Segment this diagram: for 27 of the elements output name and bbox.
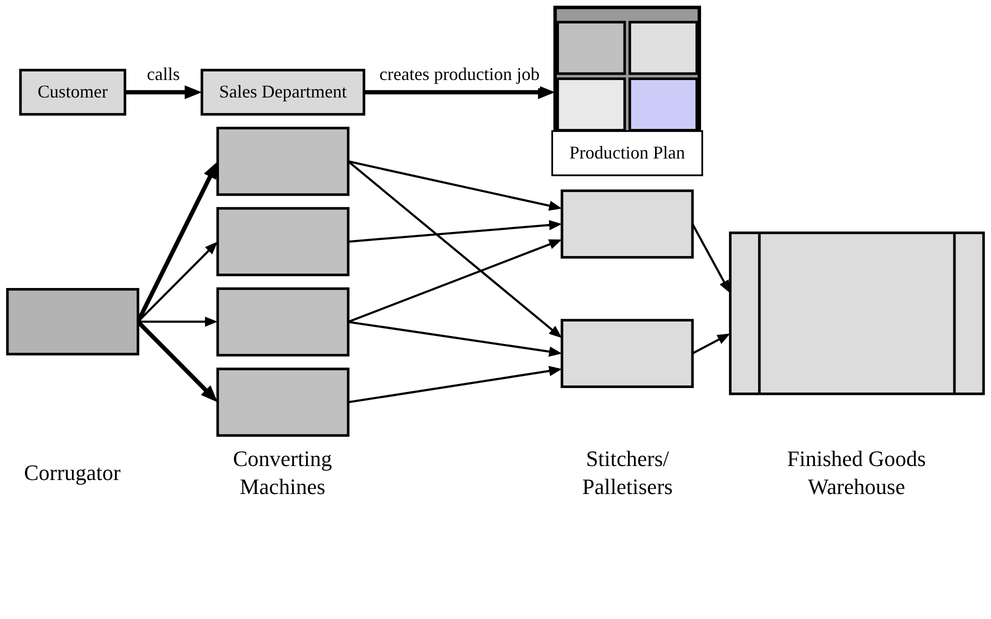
node-box xyxy=(560,189,694,259)
arrow xyxy=(124,85,202,100)
column-label: Stitchers/ Palletisers xyxy=(581,445,674,500)
node-box: Production Plan xyxy=(551,130,704,176)
node-box xyxy=(560,318,694,388)
arrow xyxy=(348,220,562,243)
edge-label: calls xyxy=(146,63,180,84)
edge-label: creates production job xyxy=(379,63,540,84)
arrow xyxy=(138,316,218,327)
node-box: Sales Department xyxy=(200,68,366,116)
node-box xyxy=(216,207,350,276)
arrow xyxy=(692,333,730,354)
node-box: Customer xyxy=(19,68,126,116)
column-label: Converting Machines xyxy=(232,445,333,500)
arrow xyxy=(348,239,562,323)
node-box xyxy=(6,288,140,356)
node-box xyxy=(216,126,350,196)
arrow xyxy=(348,160,562,338)
arrow xyxy=(348,320,562,357)
arrow xyxy=(348,160,562,211)
column-label: Corrugator xyxy=(24,459,121,486)
arrow xyxy=(348,366,562,404)
node-box xyxy=(216,287,350,356)
arrow xyxy=(692,224,730,294)
column-label: Finished Goods Warehouse xyxy=(786,445,927,500)
arrow xyxy=(364,85,556,100)
node-box xyxy=(216,368,350,437)
